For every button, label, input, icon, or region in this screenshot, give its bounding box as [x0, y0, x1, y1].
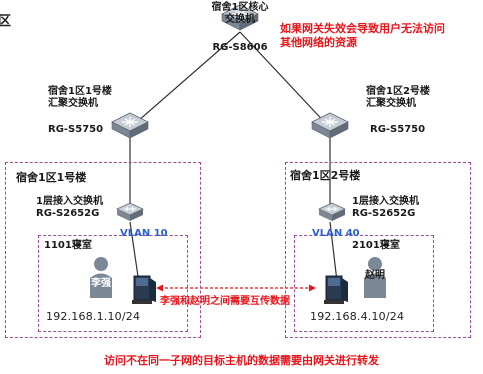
building-left-area	[5, 162, 201, 338]
access-switch-left[interactable]	[115, 200, 145, 224]
router-switch-icon	[311, 112, 349, 139]
desktop-pc-icon	[324, 275, 348, 304]
access-switch-icon	[318, 202, 346, 221]
link-note: 李强和赵明之间需要互传数据	[160, 296, 290, 307]
person-right	[360, 256, 390, 300]
ip-right: 192.168.4.10/24	[310, 310, 405, 323]
room-left-area	[38, 235, 188, 332]
person-icon	[90, 257, 112, 298]
gateway-warning: 如果网关失效会导致用户无法访问 其他网络的资源	[280, 22, 445, 49]
core-switch[interactable]	[220, 2, 260, 32]
footer-note: 访问不在同一子网的目标主机的数据需要由网关进行转发	[104, 354, 379, 367]
person-left	[86, 256, 116, 300]
pc-right[interactable]	[322, 274, 350, 306]
access-switch-right[interactable]	[317, 200, 347, 224]
pc-left[interactable]	[130, 274, 158, 306]
room-right-area	[294, 235, 434, 332]
agg-left-model: RG-S5750	[48, 124, 104, 135]
core-switch-name: 宿舍1区核心 交换机	[211, 2, 269, 25]
router-switch-icon	[111, 112, 149, 139]
core-switch-model: RG-S8606	[212, 42, 268, 53]
vlan-left: VLAN 10	[120, 228, 168, 239]
router-switch-icon	[221, 4, 259, 31]
building-right-area	[285, 162, 471, 338]
desktop-pc-icon	[132, 275, 156, 304]
title-fragment: 区	[0, 14, 12, 29]
agg-left-name: 宿舍1区1号楼 汇聚交换机	[48, 86, 112, 109]
access-left-model: RG-S2652G	[36, 208, 100, 219]
access-switch-icon	[116, 202, 144, 221]
vlan-right: VLAN 40	[312, 228, 360, 239]
building-left-title: 宿舍1区1号楼	[16, 171, 87, 184]
agg-switch-right[interactable]	[310, 110, 350, 140]
room-left-title: 1101寝室	[44, 240, 92, 251]
access-right-name: 1层接入交换机	[352, 196, 419, 207]
user-left-name: 李强	[91, 278, 111, 289]
access-right-model: RG-S2652G	[352, 208, 416, 219]
agg-right-name: 宿舍1区2号楼 汇聚交换机	[366, 86, 430, 109]
agg-right-model: RG-S5750	[370, 124, 426, 135]
access-left-name: 1层接入交换机	[36, 196, 103, 207]
user-right-name: 赵明	[365, 270, 385, 281]
building-right-title: 宿舍1区2号楼	[290, 169, 361, 182]
ip-left: 192.168.1.10/24	[46, 310, 141, 323]
person-icon	[364, 257, 386, 298]
room-right-title: 2101寝室	[352, 240, 400, 251]
agg-switch-left[interactable]	[110, 110, 150, 140]
